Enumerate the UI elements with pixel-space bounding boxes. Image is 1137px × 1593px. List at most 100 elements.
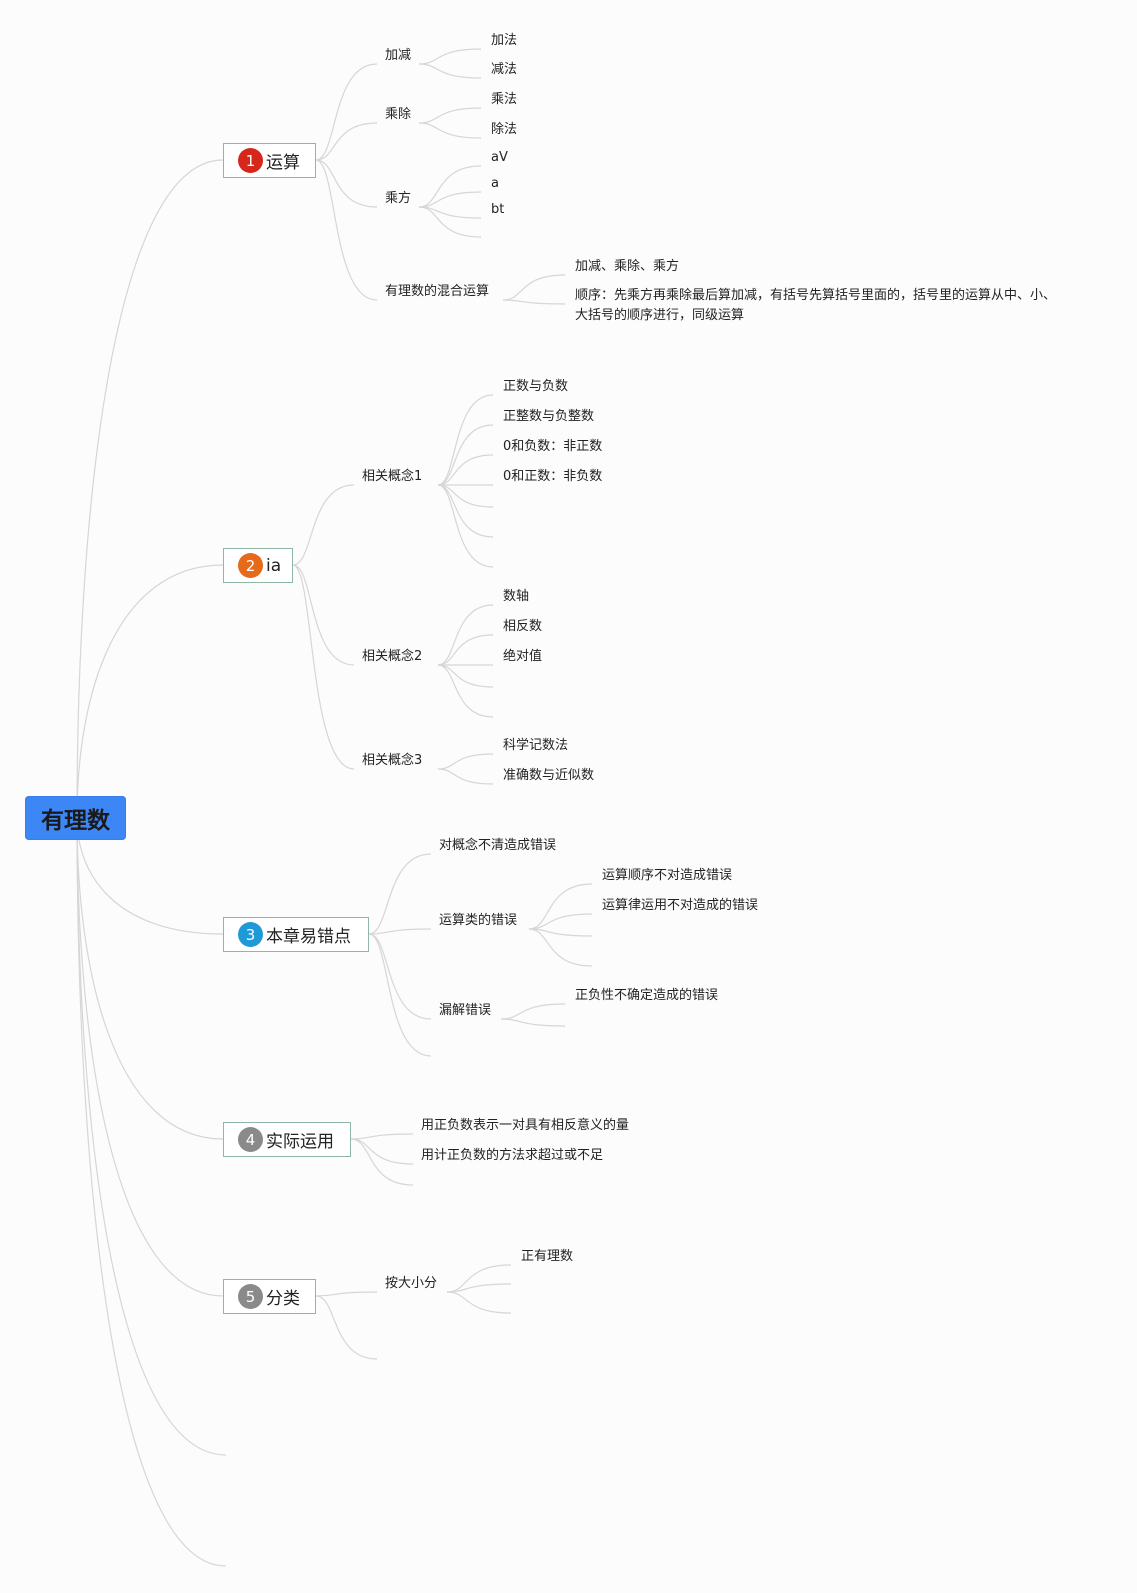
connector-line (315, 159, 378, 301)
topic-node[interactable]: 相关概念3 (362, 753, 423, 768)
connector-line (315, 1295, 378, 1360)
connector-line (315, 122, 378, 161)
connector-line (500, 1018, 566, 1027)
number-badge-icon: 2 (238, 553, 263, 578)
connector-line (418, 206, 482, 219)
connector-line (446, 1283, 512, 1293)
connector-line (500, 1003, 566, 1020)
connector-line (418, 48, 482, 65)
topic-node[interactable]: 相关概念2 (362, 649, 423, 664)
topic-node[interactable]: 用正负数表示一对具有相反意义的量 (421, 1118, 630, 1133)
subtopic-node[interactable]: 运算律运用不对造成的错误 (602, 898, 759, 913)
subtopic-node[interactable]: 顺序：先乘方再乘除最后算加减，有括号先算括号里面的，括号里的运算从中、小、大括号… (575, 288, 1057, 323)
connector-line (502, 274, 566, 301)
connector-line (418, 63, 482, 79)
connector-line (418, 206, 482, 238)
topic-node[interactable]: 对概念不清造成错误 (439, 838, 557, 853)
connector-line (437, 424, 494, 486)
connector-line (368, 933, 432, 1020)
topic-node[interactable]: 相关概念1 (362, 469, 423, 484)
subtopic-node[interactable]: a (491, 176, 499, 191)
subtopic-node[interactable]: 正有理数 (521, 1249, 574, 1264)
connector-line (528, 928, 593, 967)
subtopic-node[interactable]: 准确数与近似数 (503, 768, 595, 783)
connector-line (528, 913, 593, 930)
connector-line (502, 299, 566, 305)
connector-line (292, 484, 355, 566)
subtopic-node[interactable]: 乘法 (491, 92, 518, 107)
connector-line (350, 1133, 414, 1140)
subtopic-node[interactable]: 绝对值 (503, 649, 543, 664)
subtopic-node[interactable]: 加法 (491, 33, 518, 48)
branch-label: 运算 (266, 153, 300, 173)
connector-line (418, 165, 482, 208)
branch-label: ia (266, 555, 282, 576)
subtopic-node[interactable]: 0和负数：非正数 (503, 439, 603, 454)
subtopic-node[interactable]: 正整数与负整数 (503, 409, 595, 424)
connector-line (292, 564, 355, 770)
connector-line (315, 63, 378, 161)
connector-line (368, 933, 432, 1057)
connector-line (446, 1264, 512, 1293)
topic-node[interactable]: 乘除 (385, 107, 412, 122)
connector-line (292, 564, 355, 666)
connector-line (437, 664, 494, 718)
root-connector-line (76, 564, 224, 819)
root-node[interactable]: 有理数 (25, 796, 126, 840)
subtopic-node[interactable]: 相反数 (503, 619, 543, 634)
topic-node[interactable]: 运算类的错误 (439, 913, 518, 928)
connector-line (528, 883, 593, 930)
connector-line (437, 394, 494, 486)
subtopic-node[interactable]: 正负性不确定造成的错误 (575, 988, 719, 1003)
topic-node[interactable]: 漏解错误 (439, 1003, 492, 1018)
subtopic-node[interactable]: 加减、乘除、乘方 (575, 259, 680, 274)
connector-line (437, 753, 494, 770)
connector-line (437, 484, 494, 568)
subtopic-node[interactable]: 科学记数法 (503, 738, 569, 753)
topic-node[interactable]: 用计正负数的方法求超过或不足 (421, 1148, 604, 1163)
root-connector-line (76, 817, 224, 1297)
connector-line (418, 122, 482, 139)
root-connector-line (76, 817, 227, 1456)
subtopic-node[interactable]: 减法 (491, 62, 518, 77)
connector-line (437, 454, 494, 486)
connector-line (446, 1291, 512, 1314)
connector-line (368, 853, 432, 935)
branch-label: 本章易错点 (266, 927, 351, 947)
connector-line (315, 159, 378, 208)
number-badge-icon: 3 (238, 922, 263, 947)
topic-node[interactable]: 按大小分 (385, 1276, 438, 1291)
number-badge-icon: 1 (238, 148, 263, 173)
connector-line (437, 664, 494, 688)
branch-label: 实际运用 (266, 1132, 334, 1152)
connector-line (437, 768, 494, 785)
root-connector-line (76, 817, 227, 1567)
subtopic-node[interactable]: 数轴 (503, 589, 530, 604)
connector-line (350, 1138, 414, 1186)
topic-node[interactable]: 有理数的混合运算 (385, 284, 490, 299)
connector-line (418, 107, 482, 124)
subtopic-node[interactable]: aV (491, 150, 508, 165)
connector-line (315, 1291, 378, 1297)
number-badge-icon: 5 (238, 1284, 263, 1309)
connector-line (418, 191, 482, 208)
connector-line (437, 604, 494, 666)
subtopic-node[interactable]: 正数与负数 (503, 379, 569, 394)
connector-line (368, 928, 432, 935)
subtopic-node[interactable]: bt (491, 202, 505, 217)
number-badge-icon: 4 (238, 1127, 263, 1152)
topic-node[interactable]: 加减 (385, 48, 412, 63)
subtopic-node[interactable]: 运算顺序不对造成错误 (602, 868, 733, 883)
branch-label: 分类 (266, 1289, 300, 1309)
connector-line (528, 928, 593, 937)
subtopic-node[interactable]: 除法 (491, 122, 518, 137)
topic-node[interactable]: 乘方 (385, 191, 412, 206)
subtopic-node[interactable]: 0和正数：非负数 (503, 469, 603, 484)
